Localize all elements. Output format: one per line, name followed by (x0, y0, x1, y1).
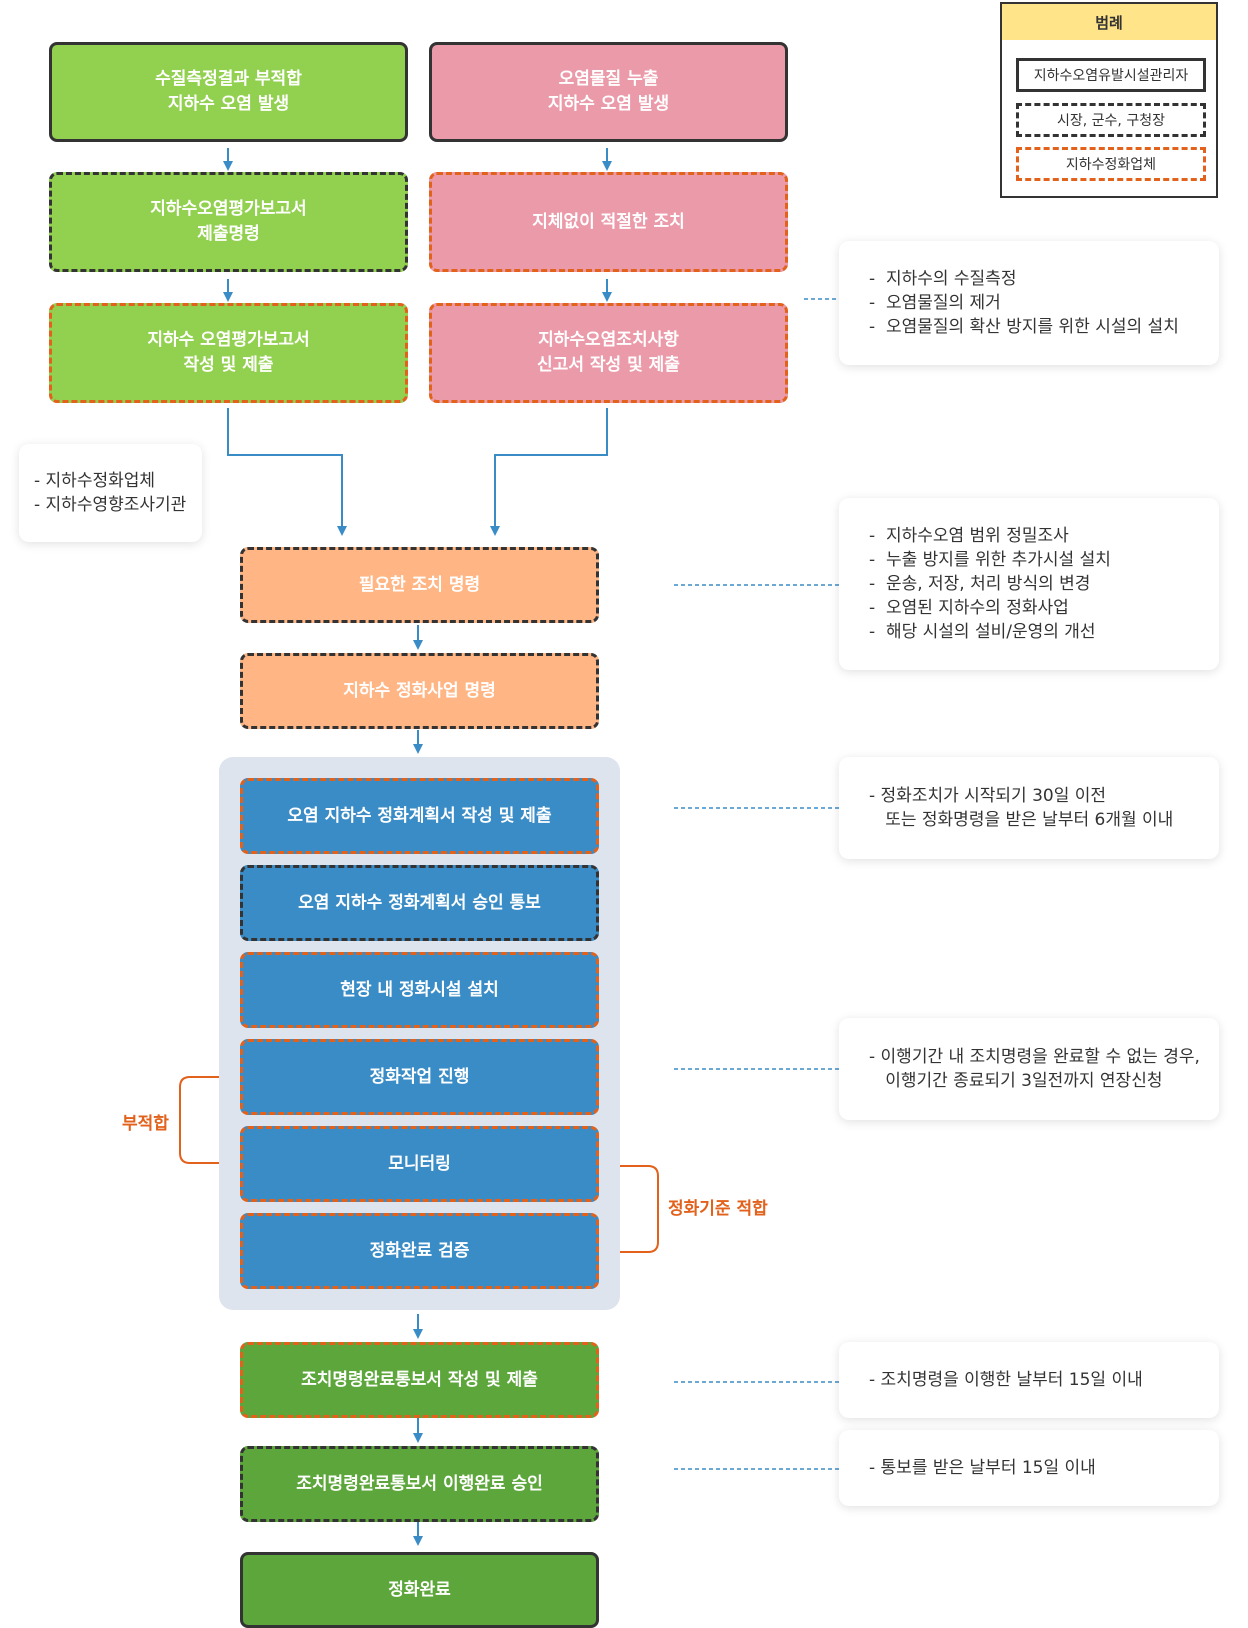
box-cleanup-work: 정화작업 진행 (240, 1039, 599, 1115)
note-required-actions: - 지하수오염 범위 정밀조사 - 누출 방지를 위한 추가시설 설치 - 운송… (839, 498, 1219, 670)
note-immediate-actions: - 지하수의 수질측정 - 오염물질의 제거 - 오염물질의 확산 방지를 위한… (839, 241, 1219, 365)
label-fail: 부적합 (122, 1114, 169, 1134)
legend-title: 범례 (1002, 4, 1216, 40)
box-completion-report-submit: 조치명령완료통보서 작성 및 제출 (240, 1342, 599, 1418)
legend: 범례 지하수오염유발시설관리자 시장, 군수, 구청장 지하수정화업체 (1000, 2, 1218, 198)
note-report-authors: - 지하수정화업체 - 지하수영향조사기관 (19, 444, 202, 542)
note-extension-request: - 이행기간 내 조치명령을 완료할 수 없는 경우, 이행기간 종료되기 3일… (839, 1018, 1219, 1120)
arrow-b3-o1 (227, 408, 347, 536)
box-cleanup-project-order: 지하수 정화사업 명령 (240, 653, 599, 729)
loop-pass (598, 1165, 659, 1252)
box-cleanup-plan-submit: 오염 지하수 정화계획서 작성 및 제출 (240, 778, 599, 854)
note-plan-deadline: - 정화조치가 시작되기 30일 이전 또는 정화명령을 받은 날부터 6개월 … (839, 757, 1219, 859)
legend-item-cleanup-company: 지하수정화업체 (1016, 147, 1206, 181)
box-facility-install: 현장 내 정화시설 설치 (240, 952, 599, 1028)
arrow-p3-o1 (490, 408, 608, 536)
loop-fail (179, 1077, 240, 1164)
box-monitoring: 모니터링 (240, 1126, 599, 1202)
box-immediate-action: 지체없이 적절한 조치 (429, 172, 788, 272)
note-report-deadline: - 조치명령을 이행한 날부터 15일 이내 (839, 1342, 1219, 1418)
box-cleanup-complete: 정화완료 (240, 1552, 599, 1628)
label-pass: 정화기준 적합 (668, 1199, 768, 1219)
legend-item-mayor: 시장, 군수, 구청장 (1016, 103, 1206, 137)
box-required-action-order: 필요한 조치 명령 (240, 547, 599, 623)
box-cleanup-plan-approval: 오염 지하수 정화계획서 승인 통보 (240, 865, 599, 941)
note-approval-deadline: - 통보를 받은 날부터 15일 이내 (839, 1430, 1219, 1506)
legend-item-manager: 지하수오염유발시설관리자 (1016, 58, 1206, 92)
box-cleanup-verification: 정화완료 검증 (240, 1213, 599, 1289)
box-completion-approval: 조치명령완료통보서 이행완료 승인 (240, 1446, 599, 1522)
